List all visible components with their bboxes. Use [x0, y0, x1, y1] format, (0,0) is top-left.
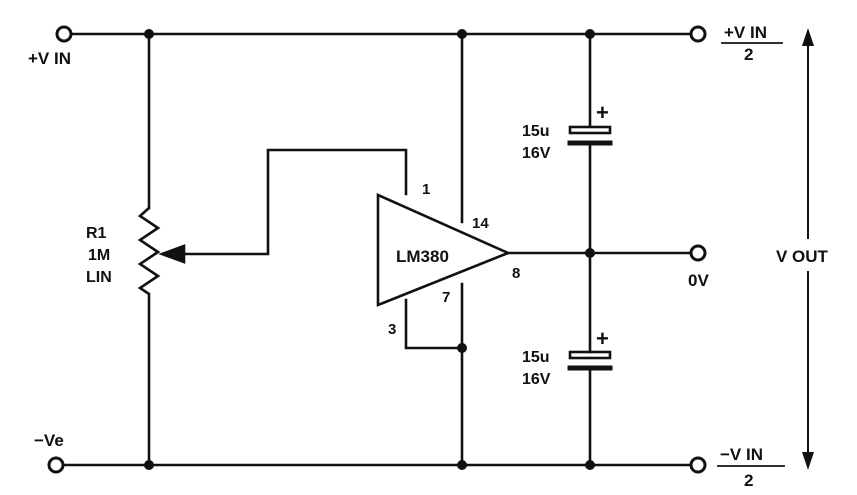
junction-dot [457, 460, 467, 470]
pin3-wire [404, 298, 464, 350]
junction-dot [585, 248, 595, 258]
label-vin-pos: +V IN [28, 49, 71, 68]
terminal-vin-pos [55, 25, 73, 43]
arrow-down-icon [802, 452, 814, 470]
pin-3-label: 3 [388, 321, 396, 338]
pin-1-label: 1 [422, 181, 430, 198]
junction-dot [585, 29, 595, 39]
junction-dot [585, 460, 595, 470]
cap-bottom-value: 15u [522, 349, 550, 366]
cap-bottom-polarity: + [596, 326, 609, 351]
junction-dot [457, 343, 467, 353]
cap-top-voltage: 16V [522, 145, 551, 162]
label-out-top-denominator: 2 [744, 45, 753, 64]
wiper-wire [180, 148, 408, 256]
resistor-taper: LIN [86, 269, 112, 286]
label-vin-neg: −Ve [34, 431, 64, 450]
capacitor-bottom-plate-pos [568, 350, 612, 360]
pin-14-label: 14 [472, 215, 489, 232]
junction-dot [457, 29, 467, 39]
terminal-out-mid [689, 244, 707, 262]
pin-7-label: 7 [442, 289, 450, 306]
cap-top-value: 15u [522, 123, 550, 140]
label-vout: V OUT [776, 247, 829, 266]
amplifier-part-label: LM380 [396, 247, 449, 266]
wiper-arrow-icon [158, 244, 186, 264]
junction-dot [144, 29, 154, 39]
label-out-top-numerator: +V IN [724, 23, 767, 42]
pin-8-label: 8 [512, 265, 520, 282]
amplifier-triangle [376, 192, 512, 307]
capacitor-top-plate-pos [568, 125, 612, 135]
resistor-ref: R1 [86, 225, 107, 242]
cap-top-polarity: + [596, 100, 609, 125]
terminal-vin-neg [47, 456, 65, 474]
label-out-bottom-numerator: −V IN [720, 445, 763, 464]
terminal-out-bottom [689, 456, 707, 474]
terminal-out-top [689, 25, 707, 43]
arrow-up-icon [802, 28, 814, 46]
label-out-mid: 0V [688, 271, 709, 290]
resistor-value: 1M [88, 247, 110, 264]
junction-dot [144, 460, 154, 470]
cap-bottom-voltage: 16V [522, 371, 551, 388]
label-out-bottom-denominator: 2 [744, 471, 753, 490]
potentiometer-zigzag [137, 207, 161, 296]
